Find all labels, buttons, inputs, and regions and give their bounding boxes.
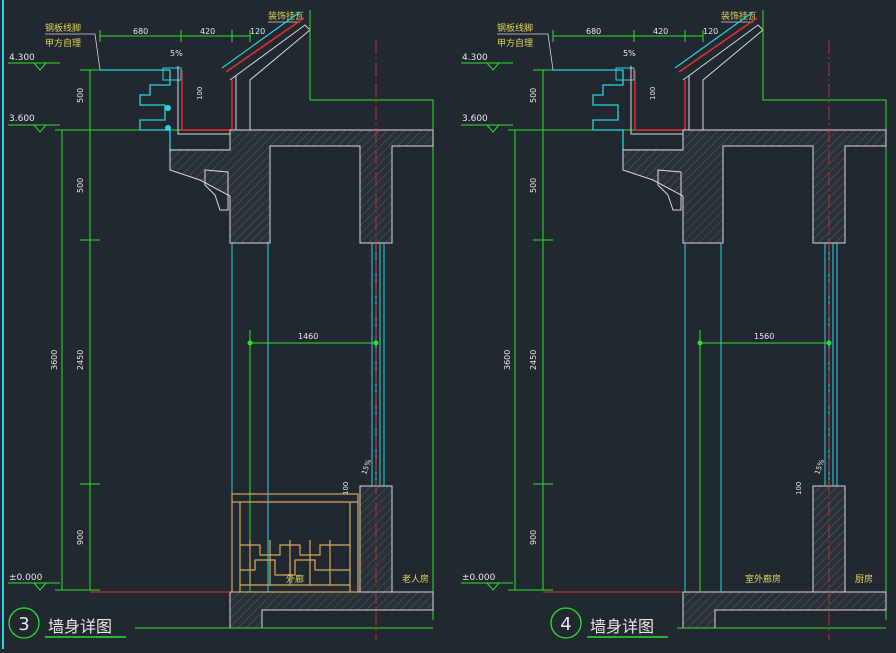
label-tile: 装饰挂瓦 xyxy=(268,10,304,22)
dim-vertical-2: 500 xyxy=(529,178,538,193)
label-roof-fill: 甲方自理 xyxy=(45,37,81,49)
level-label-mid: 3.600 xyxy=(9,114,35,124)
label-sill-height: 100 xyxy=(795,482,803,495)
dim-overall: 3600 xyxy=(503,350,512,370)
wall-detail-3: 4.300 3.600 ±0.000 500 500 2450 900 xyxy=(8,10,434,640)
gutter-lining xyxy=(181,70,233,131)
room-label-right: 老人房 xyxy=(402,573,429,585)
dim-vertical-2: 500 xyxy=(76,178,85,193)
span-dim-label: 1560 xyxy=(754,332,774,341)
detail-title: 墙身详图 xyxy=(48,617,112,636)
level-marker-top: 4.300 xyxy=(461,53,513,71)
label-tile: 装饰挂瓦 xyxy=(721,10,757,22)
level-marker-mid: 3.600 xyxy=(8,114,60,133)
gutter-lining xyxy=(634,70,686,131)
cornice-profile xyxy=(553,69,683,151)
dim-top-1: 680 xyxy=(586,27,601,36)
dim-top-3: 120 xyxy=(703,27,718,36)
level-marker-mid: 3.600 xyxy=(461,114,513,133)
ground-slab xyxy=(682,591,887,629)
top-dimension-chain xyxy=(99,30,251,42)
level-label-top: 4.300 xyxy=(462,53,488,63)
dim-vertical-3: 2450 xyxy=(76,350,85,370)
floor-slab-beam xyxy=(622,129,887,244)
label-roof-fill: 甲方自理 xyxy=(497,37,533,49)
detail-number-circle xyxy=(550,607,582,639)
level-marker-top: 4.300 xyxy=(8,53,60,71)
level-label-ground: ±0.000 xyxy=(9,573,43,583)
detail-number-circle xyxy=(8,607,40,639)
vertical-dimension-chain xyxy=(55,69,190,591)
dim-vertical-1: 500 xyxy=(529,88,538,103)
level-label-ground: ±0.000 xyxy=(462,573,496,583)
label-cornice: 钢板线脚 xyxy=(497,22,533,34)
label-gutter-height: 100 xyxy=(649,87,657,100)
detail-number: 3 xyxy=(18,614,29,635)
level-marker-ground: ±0.000 xyxy=(8,573,60,591)
dim-vertical-4: 900 xyxy=(529,530,538,545)
top-dimension-chain xyxy=(552,30,704,42)
bracket-molding xyxy=(204,169,229,211)
dim-vertical-1: 500 xyxy=(76,88,85,103)
dim-top-2: 420 xyxy=(200,27,215,36)
label-sill-slope: 15% xyxy=(360,458,373,476)
detail-number: 4 xyxy=(560,614,571,635)
floor-slab-beam xyxy=(169,129,434,244)
dim-top-2: 420 xyxy=(653,27,668,36)
level-label-top: 4.300 xyxy=(9,53,35,63)
dim-vertical-4: 900 xyxy=(76,530,85,545)
decorative-railing xyxy=(231,493,359,593)
level-marker-ground: ±0.000 xyxy=(461,573,513,591)
level-label-mid: 3.600 xyxy=(462,114,488,124)
label-gutter-height: 100 xyxy=(196,87,204,100)
bracket-molding xyxy=(657,169,682,211)
wall-detail-4: 4.300 3.600 ±0.000 500 500 2450 900 3600 xyxy=(461,10,887,640)
span-dimension xyxy=(697,330,832,592)
cornice-profile xyxy=(100,69,230,151)
label-sill-height: 100 xyxy=(342,482,350,495)
label-slope: 5% xyxy=(623,49,636,58)
room-label-left: 外廊 xyxy=(286,573,304,585)
vertical-dimension-chain xyxy=(508,69,640,591)
label-cornice: 钢板线脚 xyxy=(45,22,81,34)
dim-vertical-3: 2450 xyxy=(529,350,538,370)
detail-title: 墙身详图 xyxy=(590,617,654,636)
ground-slab xyxy=(229,591,434,629)
dim-top-1: 680 xyxy=(133,27,148,36)
span-dim-label: 1460 xyxy=(298,332,318,341)
label-sill-slope: 15% xyxy=(813,458,826,476)
dim-top-3: 120 xyxy=(250,27,265,36)
room-label-right: 厨房 xyxy=(855,573,873,585)
label-slope: 5% xyxy=(170,49,183,58)
dim-overall: 3600 xyxy=(50,350,59,370)
room-label-left: 室外廊房 xyxy=(745,573,781,585)
